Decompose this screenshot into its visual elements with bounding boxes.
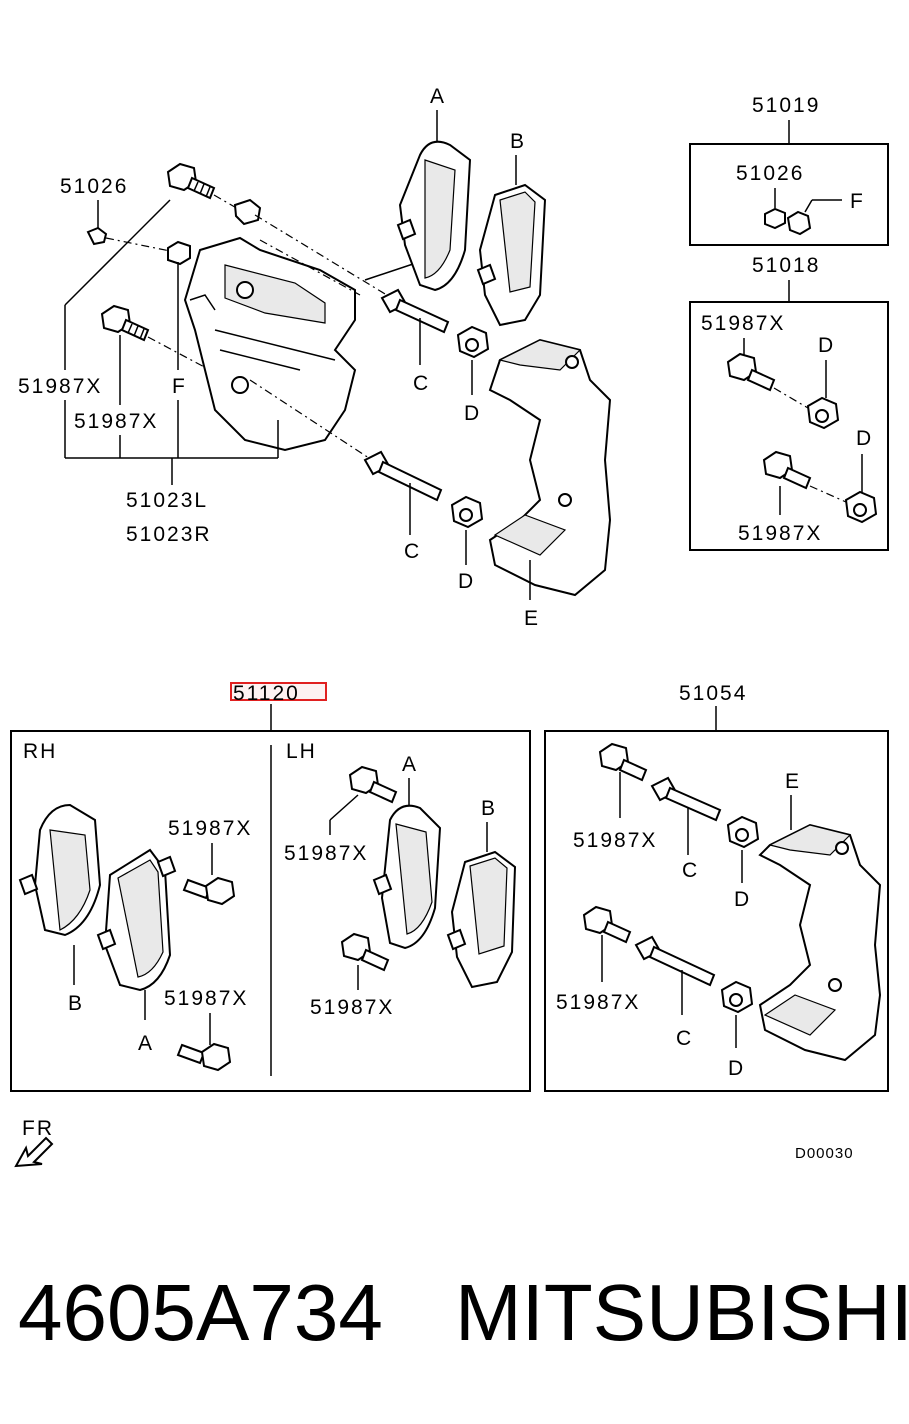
kit-51054-label: 51054 [679,682,747,705]
kit-51018-nut-top-icon [806,396,840,430]
k54-pin-top-label: C [682,859,699,882]
rh-pad-b-icon [18,803,102,937]
kit-51054: 51054 51987X C D E [544,682,889,1092]
k54-pin-bottom-label: C [676,1027,693,1050]
nut-d-top-icon [456,325,490,359]
k54-bolt-top-icon [598,742,648,782]
kit-51120-highlight [230,682,327,701]
k54-pin-bottom-icon [634,935,716,987]
kit-51018-bolt-bottom-label: 51987X [738,522,822,545]
fr-label: FR [22,1117,54,1140]
kit-51019: 51019 51026 F [689,94,889,246]
k54-nut-top-label: D [734,888,751,911]
brake-pad-b-top-icon [476,183,547,327]
lh-pad-b-icon [446,850,517,989]
kit-51120-label[interactable]: 51120 [233,682,300,705]
kit-51120: 51120 RH LH B A 51987X 51987X [10,682,531,1092]
lh-pad-b-label: B [481,797,497,820]
kit-51018-nut-bottom-label: D [856,427,873,450]
rh-bolt-bottom-icon [176,1042,232,1072]
nut-d-bottom-icon [450,495,484,529]
k54-bolt-bottom-icon [582,905,632,944]
kit-51018-bolt-top-icon [726,352,776,392]
rh-bolt-top-label: 51987X [168,817,252,840]
bleeder-label: 51026 [60,175,128,198]
cap-f-icon [167,240,191,266]
bolt-mid-label: 51987X [74,410,158,433]
front-arrow-icon [14,1136,54,1168]
k54-nut-top-icon [726,815,760,849]
pad-a-top-label: A [430,85,446,108]
pin-c-top-label: C [413,372,430,395]
rh-pad-a-label: A [138,1032,154,1055]
kit-51018-bolt-bottom-icon [762,450,812,490]
diagram-code: D00030 [795,1145,854,1162]
guide-pin-c-top-icon [380,288,450,334]
kit-51018-bolt-top-label: 51987X [701,312,785,335]
pin-c-bottom-label: C [404,540,421,563]
kit-51018-nut-top-label: D [818,334,835,357]
caliper-l-label: 51023L [126,489,208,512]
lh-pad-a-label: A [402,753,418,776]
caliper-r-label: 51023R [126,523,212,546]
pad-b-top-label: B [510,130,526,153]
k54-bracket-label: E [785,770,801,793]
caliper-body-icon [183,198,357,452]
lh-label: LH [286,740,317,763]
bracket-e-top-label: E [524,607,540,630]
kit-51120-box [10,730,531,1092]
kit-51019-bleeder-label: 51026 [736,162,804,185]
rh-pad-b-label: B [68,992,84,1015]
rh-pad-a-icon [96,848,177,992]
rh-bolt-bottom-label: 51987X [164,987,248,1010]
bleeder-cap-icon [86,226,108,246]
nut-d-bottom-label: D [458,570,475,593]
lh-bolt-bottom-icon [340,932,390,972]
k54-nut-bottom-label: D [728,1057,745,1080]
lh-bolt-top-label: 51987X [284,842,368,865]
rh-label: RH [23,740,57,763]
k54-nut-bottom-icon [720,980,754,1014]
caliper-assembly: 51026 [18,85,612,630]
k54-pin-top-icon [650,776,722,822]
k54-bolt-top-label: 51987X [573,829,657,852]
kit-51019-cap-label: F [850,190,865,213]
kit-51019-cap-icon [786,210,812,236]
caliper-bolt-top-icon [166,162,216,200]
kit-51019-bleeder-icon [764,207,786,230]
cap-f-label: F [172,375,187,398]
lh-bolt-top-icon [348,765,398,804]
k54-bolt-bottom-label: 51987X [556,991,640,1014]
kit-51018-nut-bottom-icon [844,490,878,524]
kit-51018-label: 51018 [752,254,820,277]
guide-pin-c-bottom-icon [363,450,443,502]
caliper-bracket-e-icon [488,338,612,597]
brand-name: MITSUBISHI [455,1268,909,1357]
lh-bolt-bottom-label: 51987X [310,996,394,1019]
caliper-bolt-mid-icon [100,304,150,342]
bolt-top-label: 51987X [18,375,102,398]
kit-51019-box [689,143,889,246]
kit-51018: 51018 51987X D D 51987X [689,254,889,551]
brake-pad-a-top-icon [396,140,472,292]
kit-51054-box [544,730,889,1092]
rh-bolt-top-icon [182,876,236,906]
nut-d-top-label: D [464,402,481,425]
k54-bracket-icon [758,823,882,1062]
lh-pad-a-icon [372,804,442,950]
kit-51019-label: 51019 [752,94,820,117]
part-number: 4605A734 [18,1268,383,1357]
kit-51018-box [689,301,889,551]
